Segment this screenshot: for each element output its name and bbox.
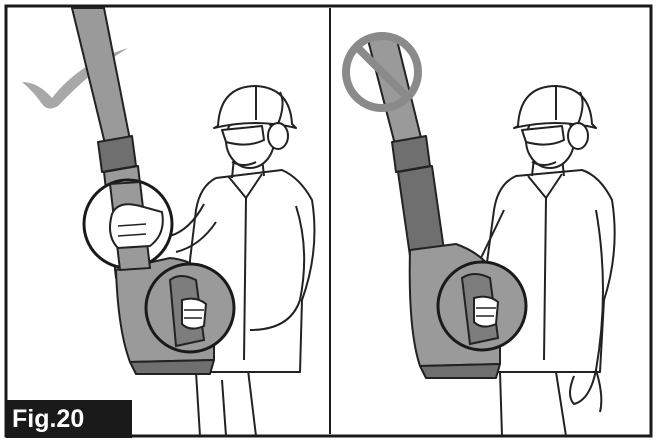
zoom-circle-handle-incorrect bbox=[438, 262, 526, 350]
figure-label: Fig.20 bbox=[6, 400, 132, 438]
zoom-circle-hand-grip bbox=[84, 180, 172, 270]
zoom-circle-handle bbox=[146, 264, 234, 352]
